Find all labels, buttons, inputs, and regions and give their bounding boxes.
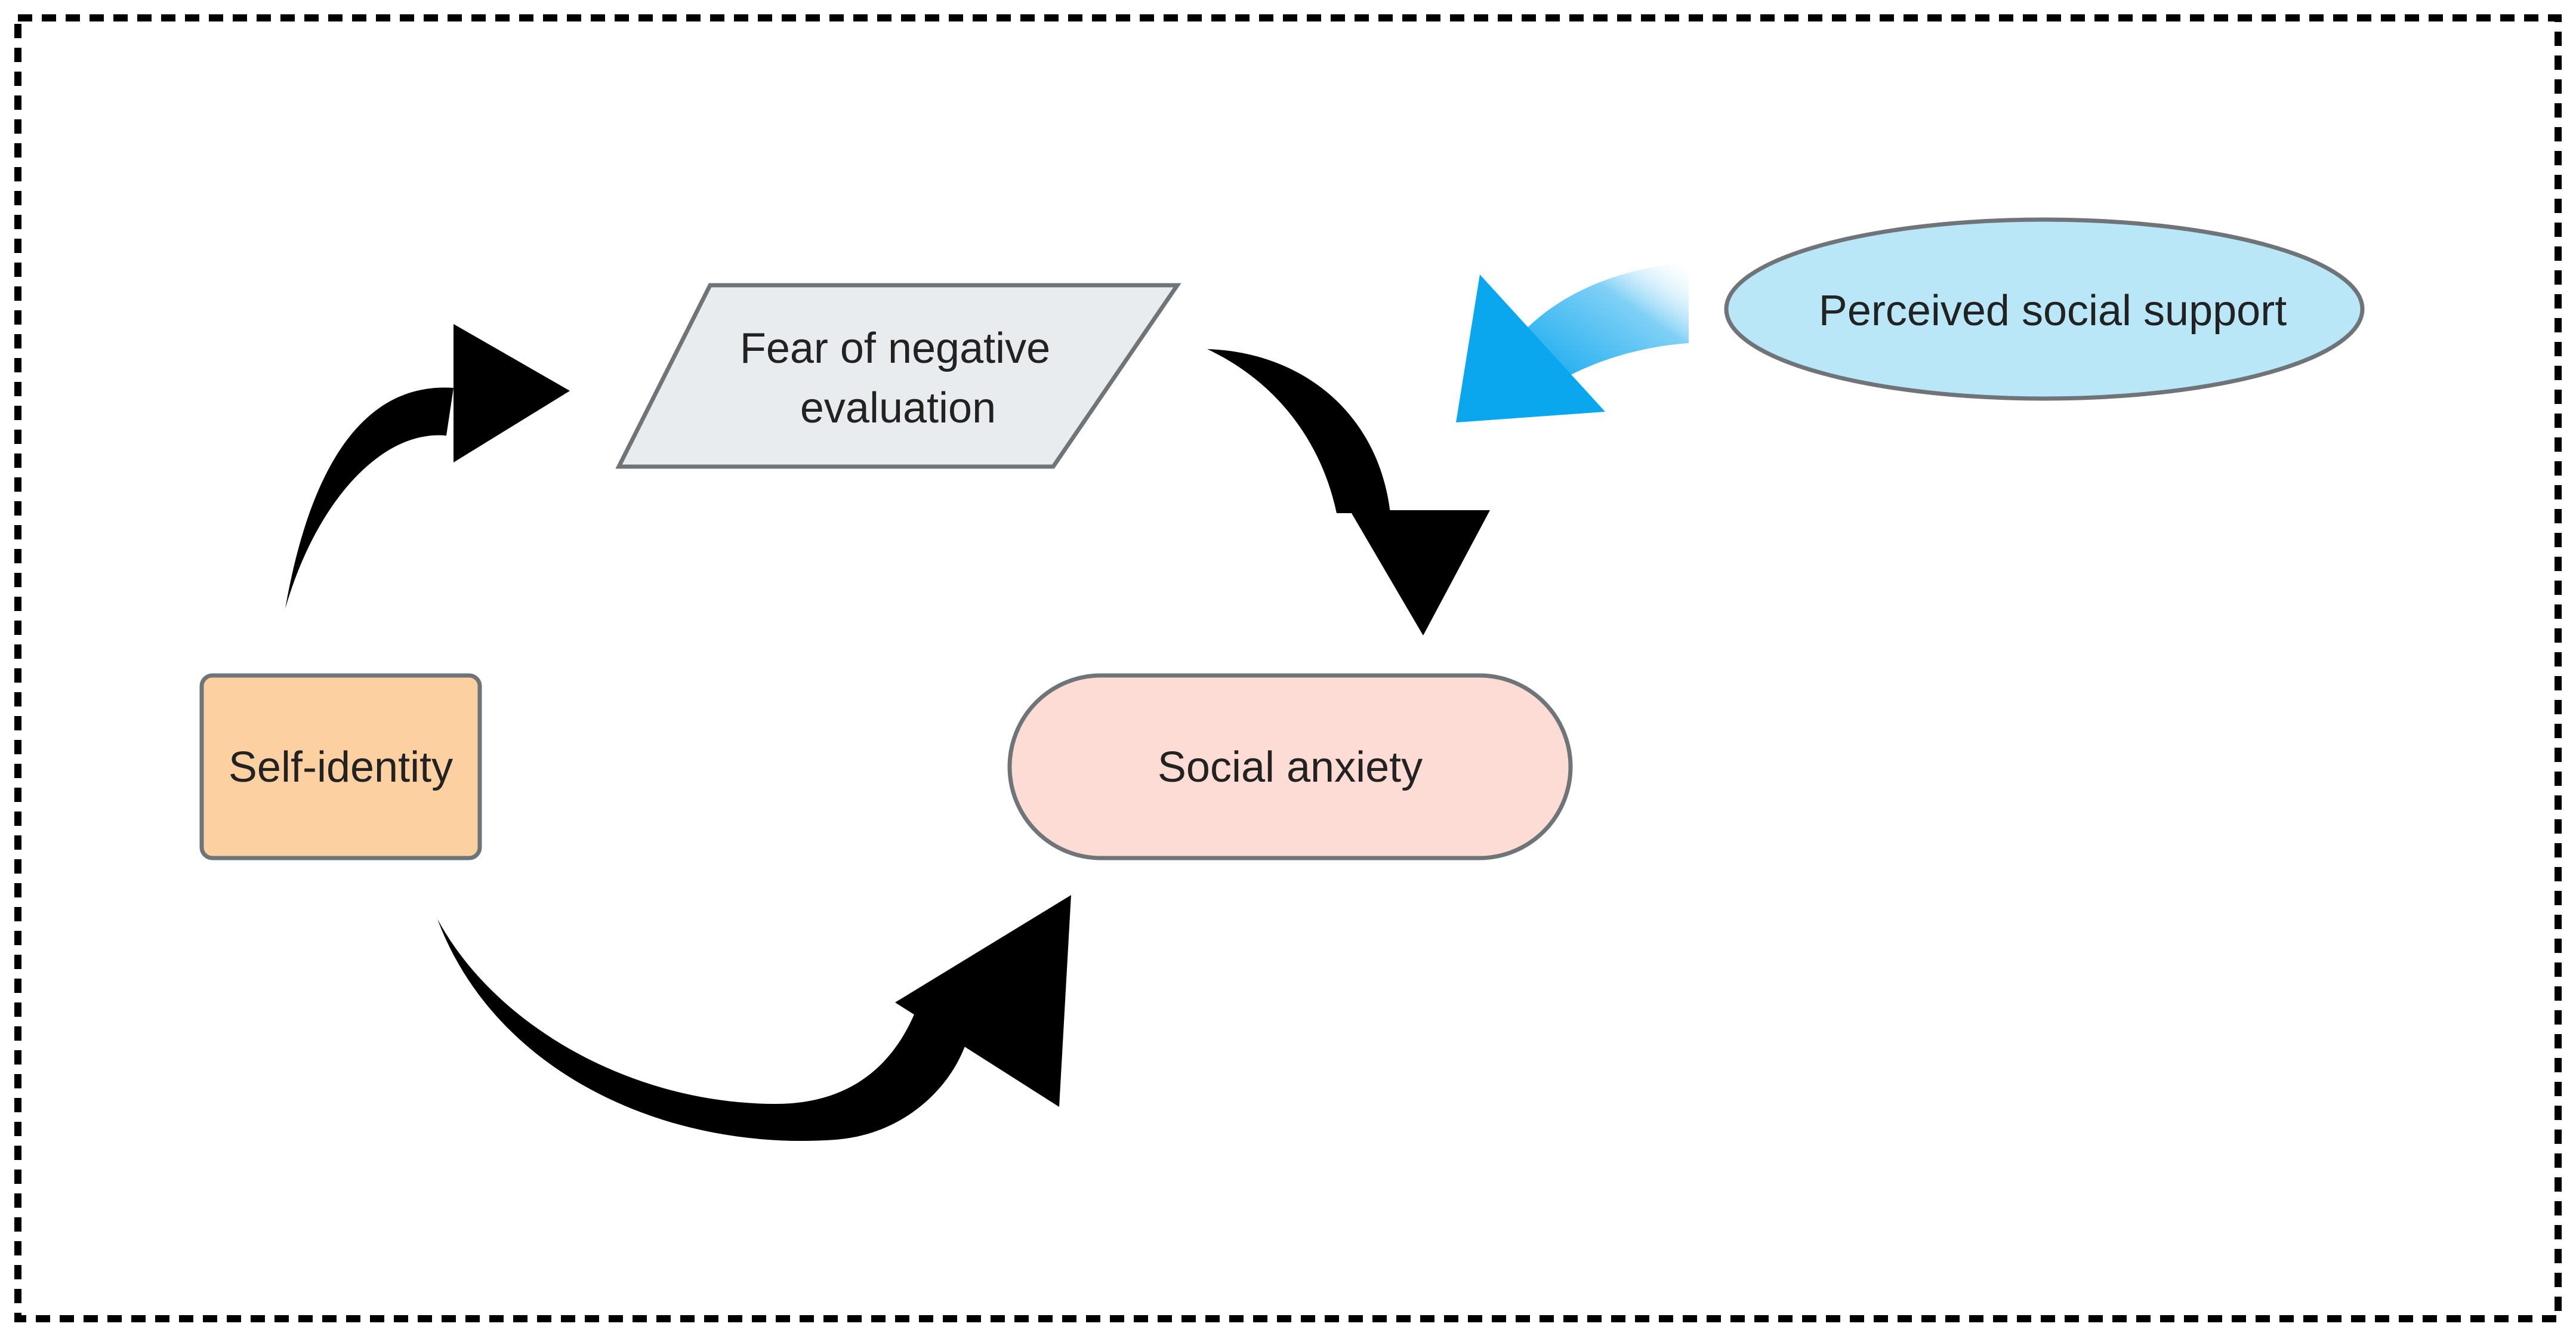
arrow-perceived-support-head — [1456, 274, 1605, 422]
arrow-perceived-support-moderation — [1456, 263, 1689, 422]
arrow-fear-to-social-anxiety — [1207, 349, 1490, 635]
dashed-border — [14, 14, 2562, 1322]
fear-of-negative-evaluation-label-line2: evaluation — [800, 384, 996, 432]
arrow-fear-to-social-anxiety-head — [1350, 510, 1490, 635]
arrow-self-identity-to-fear — [285, 324, 570, 609]
social-anxiety-shape — [1007, 673, 1573, 860]
fear-of-negative-evaluation-shape — [615, 283, 1181, 469]
node-fear-of-negative-evaluation: Fear of negative evaluation — [615, 283, 1181, 469]
arrow-self-identity-to-fear-shaft — [285, 387, 454, 609]
perceived-social-support-label: Perceived social support — [1819, 287, 2287, 335]
node-self-identity: Self-identity — [199, 673, 482, 860]
arrow-fear-to-social-anxiety-shaft — [1207, 349, 1390, 513]
arrow-self-identity-to-social-anxiety-head — [895, 895, 1071, 1107]
node-perceived-social-support: Perceived social support — [1724, 217, 2365, 401]
arrow-self-identity-to-fear-head — [454, 324, 570, 462]
arrow-self-identity-to-social-anxiety-shaft — [437, 919, 973, 1141]
perceived-social-support-shape — [1724, 217, 2365, 401]
self-identity-box — [199, 673, 482, 860]
self-identity-label: Self-identity — [229, 743, 453, 791]
arrow-self-identity-to-social-anxiety — [437, 895, 1071, 1141]
node-social-anxiety: Social anxiety — [1007, 673, 1573, 860]
fear-of-negative-evaluation-label-line1: Fear of negative — [740, 325, 1050, 372]
social-anxiety-label: Social anxiety — [1158, 743, 1423, 791]
arrow-perceived-support-shaft — [1516, 263, 1689, 382]
